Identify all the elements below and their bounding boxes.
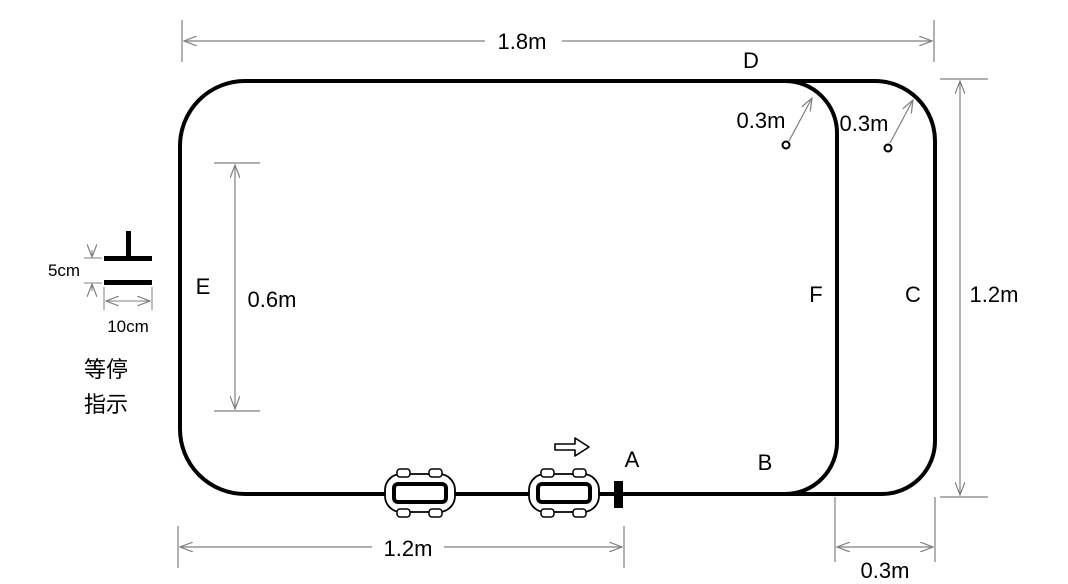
- outer-loop: [178, 79, 840, 496]
- dim-gap: [834, 497, 936, 562]
- right-arrow-icon: [554, 437, 590, 457]
- indicator-bar-bottom: [104, 280, 152, 285]
- dim-bottom: [177, 526, 625, 568]
- radius-center-outer: [883, 143, 893, 153]
- indicator-gap-label: 5cm: [48, 261, 80, 280]
- dim-bottom-label: 1.2m: [384, 536, 433, 561]
- indicator-caption-line2: 指示: [84, 393, 128, 418]
- point-label-c: C: [905, 282, 921, 307]
- wait-stop-indicator: [84, 231, 153, 310]
- radius-line-inner: [788, 98, 812, 142]
- point-label-e: E: [196, 274, 211, 299]
- dim-right-label: 1.2m: [970, 282, 1019, 307]
- radius-inner-label: 0.3m: [737, 108, 786, 133]
- extended-loop: [785, 79, 937, 496]
- dim-inner: [214, 162, 260, 412]
- point-label-f: F: [809, 282, 822, 307]
- start-line-marker: [614, 481, 623, 508]
- car-top-view-icon: [384, 468, 456, 518]
- point-label-a: A: [625, 447, 640, 472]
- radius-center-inner: [781, 140, 791, 150]
- dim-top-label: 1.8m: [498, 29, 547, 54]
- car-top-view-icon: [528, 468, 600, 518]
- indicator-width-label: 10cm: [107, 317, 149, 336]
- dim-top: [181, 20, 935, 62]
- radius-outer-label: 0.3m: [840, 111, 889, 136]
- point-label-d: D: [743, 48, 759, 73]
- point-label-b: B: [758, 450, 773, 475]
- dim-right: [940, 78, 988, 498]
- indicator-stem: [126, 231, 131, 257]
- track: [178, 79, 937, 496]
- indicator-bar-top: [104, 256, 152, 261]
- radius-line-outer: [889, 100, 913, 144]
- dim-inner-label: 0.6m: [248, 287, 297, 312]
- dim-gap-label: 0.3m: [861, 558, 910, 583]
- indicator-caption-line1: 等停: [84, 358, 128, 383]
